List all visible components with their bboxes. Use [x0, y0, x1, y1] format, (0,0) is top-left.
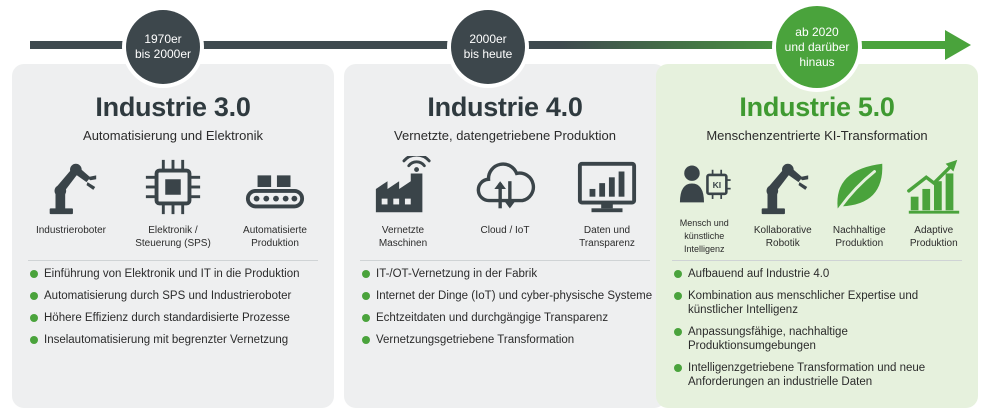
list-item: Inselautomatisierung mit begrenzter Vern…	[30, 333, 322, 347]
bullet-list: IT-/OT-Vernetzung in der Fabrik Internet…	[362, 267, 654, 355]
divider	[360, 260, 650, 261]
era-line: bis heute	[463, 47, 513, 61]
bullet-list: Aufbauend auf Industrie 4.0 Kombination …	[674, 267, 966, 397]
panel-subtitle: Vernetzte, datengetriebene Produktion	[394, 128, 616, 143]
era-bubble-industrie-3: 1970er bis 2000er	[126, 10, 200, 84]
era-bubble-industrie-4: 2000er bis heute	[451, 10, 525, 84]
monitor-chart-icon	[577, 161, 637, 213]
list-item: Echtzeitdaten und durchgängige Transpare…	[362, 311, 654, 325]
list-item: Anpassungsfähige, nachhaltige Produktion…	[674, 325, 966, 353]
timeline-segment-future	[830, 41, 950, 49]
panel-title: Industrie 4.0	[427, 92, 583, 122]
era-line: 1970er	[144, 32, 182, 46]
conveyor-icon	[245, 175, 305, 209]
robot-arm-icon	[49, 163, 97, 215]
panel-industrie-5: Industrie 5.0 Menschenzentrierte KI-Tran…	[656, 64, 978, 408]
bullet-dot-icon	[30, 336, 38, 344]
era-bubble-industrie-5: ab 2020 und darüber hinaus	[776, 6, 858, 88]
panel-subtitle: Automatisierung und Elektronik	[83, 128, 263, 143]
icon-label: Elektronik /Steuerung (SPS)	[135, 225, 211, 249]
list-item: Intelligenzgetriebene Transformation und…	[674, 361, 966, 389]
icon-label: Cloud / IoT	[480, 225, 530, 236]
list-item: IT-/OT-Vernetzung in der Fabrik	[362, 267, 654, 281]
connected-factory-icon	[375, 156, 431, 213]
list-item: Automatisierung durch SPS und Industrier…	[30, 289, 322, 303]
bullet-dot-icon	[362, 292, 370, 300]
chip-icon	[145, 159, 201, 215]
list-item: Vernetzungsgetriebene Transformation	[362, 333, 654, 347]
panel-title: Industrie 3.0	[95, 92, 251, 122]
era-line: und darüber	[784, 39, 850, 54]
era-line: bis 2000er	[134, 47, 192, 61]
icon-row: Industrieroboter Elektronik /Steuerung (…	[20, 156, 326, 256]
era-line: ab 2020	[795, 24, 839, 39]
timeline-segment-transition	[560, 41, 830, 49]
arrow-head-icon	[945, 30, 971, 60]
icon-label: Industrieroboter	[35, 225, 107, 236]
icon-item-cloud-iot: Cloud / IoT	[460, 156, 550, 256]
bullet-dot-icon	[362, 314, 370, 322]
person-ki-icon: KI	[680, 165, 731, 203]
divider	[672, 260, 962, 261]
leaf-icon	[837, 163, 883, 210]
bullet-list: Einführung von Elektronik und IT in die …	[30, 267, 322, 355]
panel-subtitle: Menschenzentrierte KI-Transformation	[706, 128, 928, 143]
svg-text:KI: KI	[713, 180, 722, 190]
bullet-dot-icon	[674, 292, 682, 300]
cloud-iot-icon	[476, 162, 536, 209]
list-item: Aufbauend auf Industrie 4.0	[674, 267, 966, 281]
bullet-dot-icon	[30, 292, 38, 300]
era-line: hinaus	[799, 54, 835, 69]
icon-item-industrieroboter: Industrieroboter	[26, 156, 116, 256]
divider	[28, 260, 318, 261]
icon-item-elektronik: Elektronik /Steuerung (SPS)	[128, 156, 218, 256]
list-item: Internet der Dinge (IoT) und cyber-physi…	[362, 289, 654, 303]
panel-industrie-4: Industrie 4.0 Vernetzte, datengetriebene…	[344, 64, 666, 408]
bullet-dot-icon	[30, 270, 38, 278]
timeline-segment-past	[30, 41, 560, 49]
bullet-dot-icon	[30, 314, 38, 322]
growth-chart-icon	[906, 159, 959, 214]
list-item: Höhere Effizienz durch standardisierte P…	[30, 311, 322, 325]
list-item: Kombination aus menschlicher Expertise u…	[674, 289, 966, 317]
timeline-arrow	[30, 30, 971, 60]
panel-title: Industrie 5.0	[739, 92, 895, 122]
bullet-dot-icon	[362, 270, 370, 278]
bullet-dot-icon	[674, 328, 682, 336]
panel-industrie-3: Industrie 3.0 Automatisierung und Elektr…	[12, 64, 334, 408]
bullet-dot-icon	[674, 364, 682, 372]
era-line: 2000er	[469, 32, 507, 46]
robot-arm-icon	[761, 163, 808, 215]
list-item: Einführung von Elektronik und IT in die …	[30, 267, 322, 281]
bullet-dot-icon	[362, 336, 370, 344]
bullet-dot-icon	[674, 270, 682, 278]
